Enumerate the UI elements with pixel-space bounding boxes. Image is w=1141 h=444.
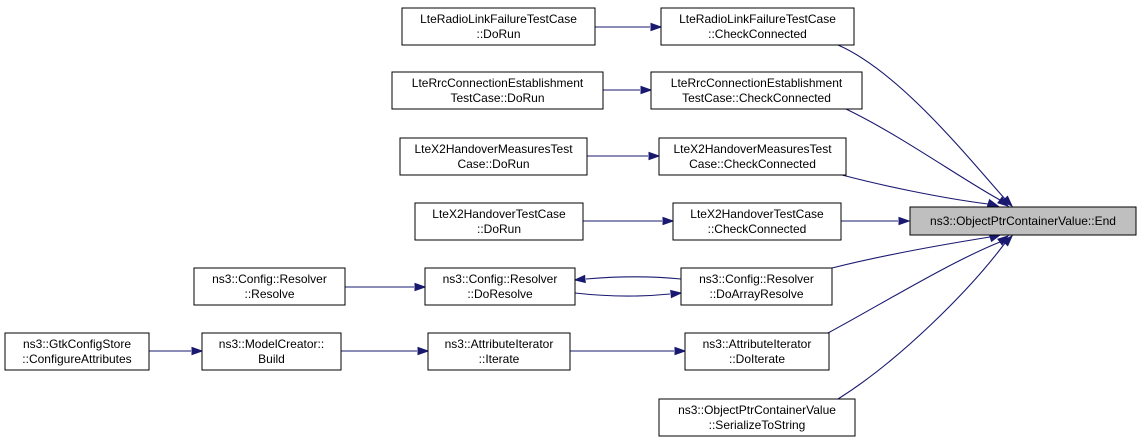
node-box bbox=[909, 206, 1137, 236]
node-label-line: LteRadioLinkFailureTestCase bbox=[679, 12, 836, 26]
edge-rrc-run-to-rrc-cc bbox=[603, 85, 653, 95]
node-label-line: ::CheckConnected bbox=[708, 222, 807, 236]
node-ai-it[interactable]: ns3::AttributeIterator::Iterate bbox=[427, 332, 571, 371]
node-label-line: ns3::Config::Resolver bbox=[212, 272, 327, 286]
node-label-line: ::DoRun bbox=[476, 27, 520, 41]
node-cfg-dar[interactable]: ns3::Config::Resolver::DoArrayResolve bbox=[680, 267, 833, 306]
node-label-line: Build bbox=[258, 352, 285, 366]
node-opcv-sts[interactable]: ns3::ObjectPtrContainerValue::SerializeT… bbox=[658, 398, 856, 437]
node-rlf-run[interactable]: LteRadioLinkFailureTestCase::DoRun bbox=[401, 7, 596, 46]
node-label-line: ::SerializeToString bbox=[709, 418, 806, 432]
edge-cfg-dr-to-cfg-dar bbox=[574, 289, 683, 299]
node-rlf-cc[interactable]: LteRadioLinkFailureTestCase::CheckConnec… bbox=[660, 7, 855, 46]
node-box bbox=[427, 332, 571, 371]
node-label-line: LteX2HandoverMeasuresTest bbox=[673, 142, 832, 156]
node-label-line: ::DoRun bbox=[477, 222, 521, 236]
node-box bbox=[391, 71, 604, 110]
node-label-line: ::CheckConnected bbox=[708, 27, 807, 41]
node-label-line: Case::CheckConnected bbox=[689, 157, 816, 171]
node-label-line: ::ConfigureAttributes bbox=[22, 352, 131, 366]
node-label-line: LteX2HandoverTestCase bbox=[432, 207, 566, 221]
edge-mc-build-to-ai-it bbox=[341, 346, 430, 356]
node-label-line: LteRrcConnectionEstablishment bbox=[671, 76, 843, 90]
node-cfg-r[interactable]: ns3::Config::Resolver::Resolve bbox=[193, 267, 346, 306]
node-rrc-cc[interactable]: LteRrcConnectionEstablishmentTestCase::C… bbox=[650, 71, 863, 110]
node-mc-build[interactable]: ns3::ModelCreator::Build bbox=[201, 332, 342, 371]
node-label-line: TestCase::CheckConnected bbox=[682, 91, 831, 105]
node-rrc-run[interactable]: LteRrcConnectionEstablishmentTestCase::D… bbox=[391, 71, 604, 110]
edge-rrc-cc-to-root bbox=[845, 108, 1010, 207]
node-box bbox=[650, 71, 863, 110]
node-root[interactable]: ns3::ObjectPtrContainerValue::End bbox=[909, 206, 1137, 236]
node-label-line: ns3::Config::Resolver bbox=[443, 272, 558, 286]
node-x2m-cc[interactable]: LteX2HandoverMeasuresTestCase::CheckConn… bbox=[658, 137, 847, 176]
node-label-line: ns3::ObjectPtrContainerValue bbox=[678, 403, 836, 417]
edge-opcv-sts-to-root bbox=[837, 234, 1014, 400]
edge-cfg-dar-to-root bbox=[831, 234, 1002, 269]
node-box bbox=[4, 332, 150, 371]
node-box bbox=[680, 267, 833, 306]
node-box bbox=[658, 137, 847, 176]
node-box bbox=[660, 7, 855, 46]
edge-rlf-cc-to-root bbox=[837, 44, 1014, 208]
node-box bbox=[401, 7, 596, 46]
node-label-line: ::DoArrayResolve bbox=[709, 287, 803, 301]
node-ai-doit[interactable]: ns3::AttributeIterator::DoIterate bbox=[684, 332, 830, 371]
node-cfg-dr[interactable]: ns3::Config::Resolver::DoResolve bbox=[424, 267, 576, 306]
edge-x2-cc-to-root bbox=[841, 216, 911, 226]
node-box bbox=[672, 202, 842, 241]
node-label-line: ns3::ObjectPtrContainerValue::End bbox=[930, 214, 1116, 228]
node-x2-run[interactable]: LteX2HandoverTestCase::DoRun bbox=[414, 202, 584, 241]
node-label-line: ns3::GtkConfigStore bbox=[23, 337, 131, 351]
nodes-layer: ns3::ObjectPtrContainerValue::End LteRadi… bbox=[4, 7, 1137, 437]
node-label-line: ns3::ModelCreator:: bbox=[219, 337, 324, 351]
node-box bbox=[201, 332, 342, 371]
node-label-line: ns3::Config::Resolver bbox=[699, 272, 814, 286]
node-gtk[interactable]: ns3::GtkConfigStore::ConfigureAttributes bbox=[4, 332, 150, 371]
node-box bbox=[658, 398, 856, 437]
edge-cfg-r-to-cfg-dr bbox=[345, 282, 427, 292]
node-x2-cc[interactable]: LteX2HandoverTestCase::CheckConnected bbox=[672, 202, 842, 241]
node-label-line: Case::DoRun bbox=[457, 157, 529, 171]
edge-gtk-to-mc-build bbox=[149, 346, 204, 356]
node-label-line: LteRrcConnectionEstablishment bbox=[412, 76, 584, 90]
edge-ai-doit-to-root bbox=[827, 235, 1010, 334]
node-label-line: ns3::AttributeIterator bbox=[703, 337, 812, 351]
edges-layer bbox=[149, 22, 1014, 400]
node-label-line: LteX2HandoverTestCase bbox=[690, 207, 824, 221]
edge-x2m-cc-to-root bbox=[841, 174, 1000, 207]
node-box bbox=[684, 332, 830, 371]
node-label-line: LteRadioLinkFailureTestCase bbox=[420, 12, 577, 26]
edge-ai-it-to-ai-doit bbox=[570, 346, 687, 356]
node-label-line: LteX2HandoverMeasuresTest bbox=[414, 142, 573, 156]
node-box bbox=[399, 137, 588, 176]
node-box bbox=[193, 267, 346, 306]
node-label-line: ::Resolve bbox=[244, 287, 294, 301]
edge-x2m-run-to-x2m-cc bbox=[587, 151, 661, 161]
edge-cfg-dar-to-cfg-dr bbox=[573, 274, 682, 284]
node-label-line: ns3::AttributeIterator bbox=[445, 337, 554, 351]
node-label-line: TestCase::DoRun bbox=[450, 91, 544, 105]
node-label-line: ::DoResolve bbox=[467, 287, 533, 301]
edge-x2-run-to-x2-cc bbox=[583, 216, 675, 226]
node-box bbox=[414, 202, 584, 241]
node-label-line: ::Iterate bbox=[479, 352, 520, 366]
node-box bbox=[424, 267, 576, 306]
edge-rlf-run-to-rlf-cc bbox=[595, 22, 663, 32]
node-label-line: ::DoIterate bbox=[729, 352, 785, 366]
